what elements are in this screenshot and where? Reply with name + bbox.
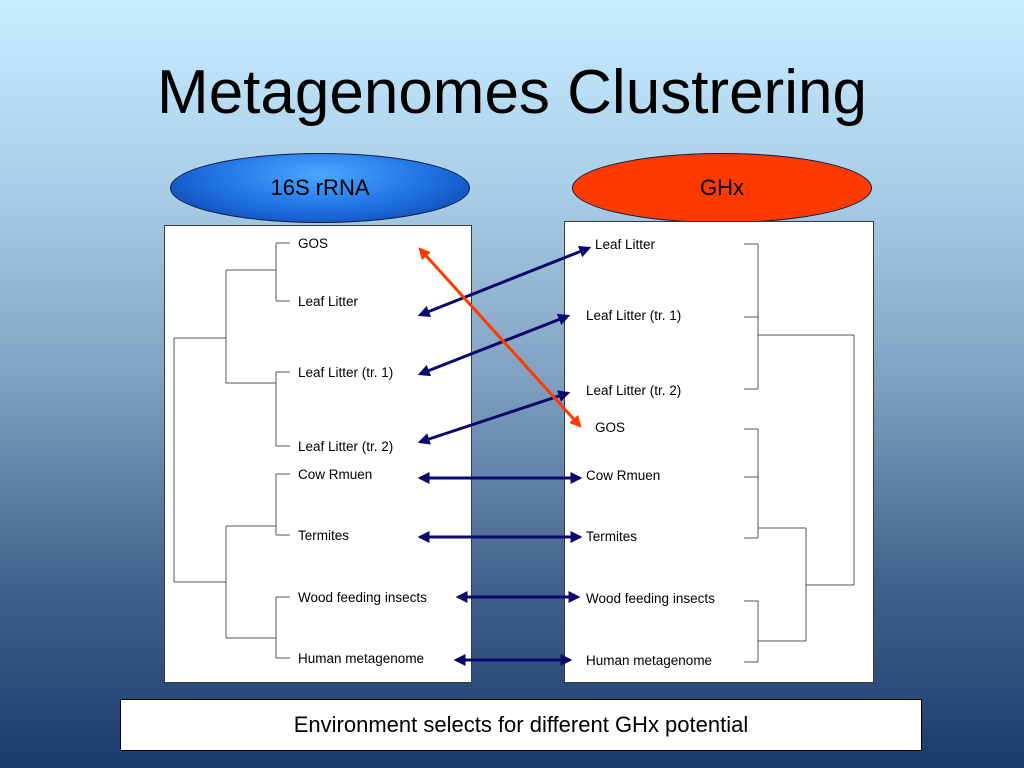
right-leaf-label: Leaf Litter (tr. 2) <box>586 383 682 398</box>
left-leaf-label: Wood feeding insects <box>298 590 427 605</box>
left-clade-top <box>174 270 227 383</box>
left-leaf-label: Termites <box>298 528 350 543</box>
left-clade-bottom <box>174 526 227 638</box>
mapping-arrows <box>417 245 592 666</box>
right-header-ellipse: GHx <box>572 153 872 223</box>
left-clade-bottom-b <box>226 597 277 658</box>
right-leaf-label: Human metagenome <box>586 653 713 668</box>
left-clade-top-b <box>226 372 277 446</box>
left-header-ellipse: 16S rRNA <box>170 153 470 223</box>
right-leaf-label: Wood feeding insects <box>586 591 715 606</box>
arrow-leaf-litter <box>417 245 592 318</box>
left-leaf-label: Leaf Litter (tr. 2) <box>298 439 394 454</box>
right-clade-bottom <box>805 528 854 641</box>
arrow-leaf-litter-tr2 <box>417 390 571 445</box>
left-leaf-label: Leaf Litter (tr. 1) <box>298 365 394 380</box>
right-clade-bottom-a <box>757 429 806 538</box>
right-header-label: GHx <box>700 175 744 200</box>
right-clade-bottom-b <box>757 601 806 662</box>
conclusion-text: Environment selects for different GHx po… <box>293 712 749 737</box>
left-clade-top-a <box>226 243 277 301</box>
arrow-gos-mismatch <box>418 247 582 428</box>
conclusion-box: Environment selects for different GHx po… <box>120 699 922 751</box>
left-leaf-label: GOS <box>298 236 329 251</box>
left-leaf-label: Cow Rmuen <box>298 467 373 482</box>
left-leaf-label: Human metagenome <box>298 651 425 666</box>
right-clade-top <box>757 244 854 389</box>
right-dendrogram <box>744 243 855 663</box>
left-leaf-label: Leaf Litter <box>298 294 359 309</box>
left-clade-bottom-a <box>226 474 277 535</box>
slide-title: Metagenomes Clustrering <box>157 58 867 127</box>
right-leaf-label: GOS <box>595 420 626 435</box>
right-leaf-label: Cow Rmuen <box>586 468 661 483</box>
left-header-label: 16S rRNA <box>270 175 370 200</box>
right-leaf-label: Leaf Litter <box>595 237 656 252</box>
left-dendrogram <box>173 242 290 659</box>
right-leaf-label: Leaf Litter (tr. 1) <box>586 308 682 323</box>
right-leaf-label: Termites <box>586 529 638 544</box>
arrow-leaf-litter-tr1 <box>417 313 571 377</box>
right-dendrogram-panel <box>564 221 874 683</box>
